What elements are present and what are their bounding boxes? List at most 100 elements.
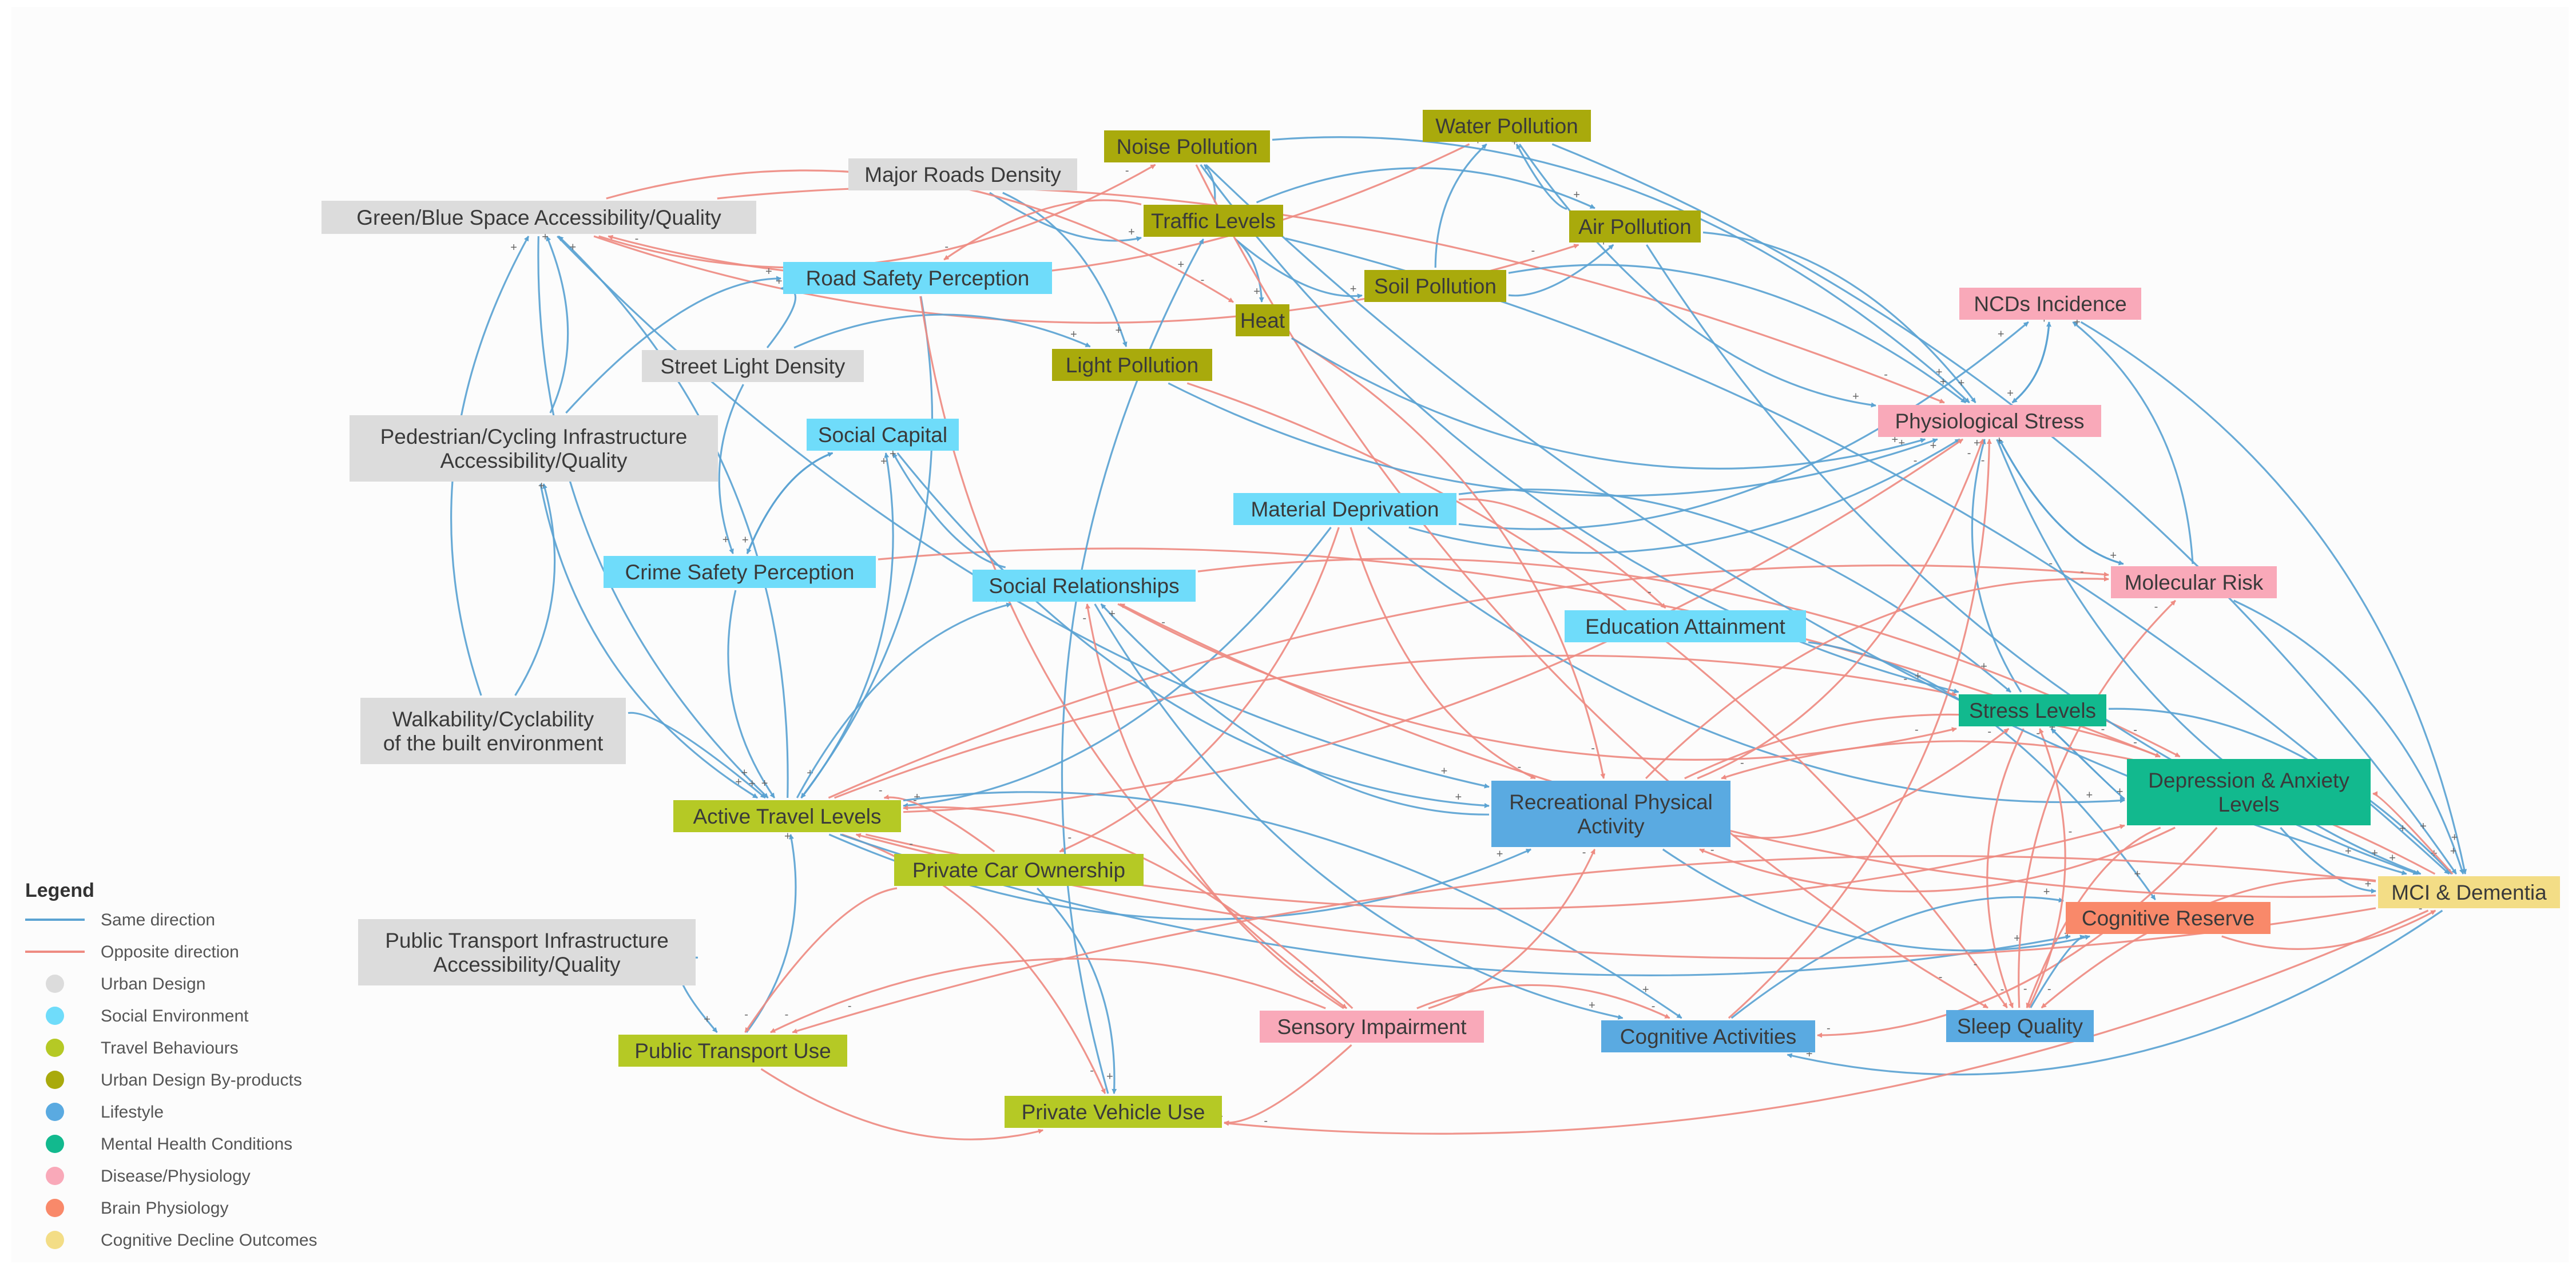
edge-sign-social_rel-to-cognitive_act: + xyxy=(1589,999,1595,1012)
edge-street_light-to-crime_safety xyxy=(718,384,744,554)
edge-air-to-physio_stress xyxy=(1702,231,1976,403)
edge-sign-green_blue-to-active_travel: + xyxy=(741,766,748,779)
edge-ped_cycle-to-green_blue xyxy=(546,236,569,414)
edge-car_ownership-to-public_transport_use xyxy=(744,887,898,1033)
node-traffic: Traffic Levels xyxy=(1144,205,1283,237)
edge-sign-walkability-to-active_travel: + xyxy=(749,778,756,790)
node-label: of the built environment xyxy=(383,732,604,755)
edge-sleep-to-stress xyxy=(2028,728,2066,1008)
edge-sign-traffic-to-air: + xyxy=(1573,189,1580,201)
edge-active_travel-to-cog_reserve xyxy=(840,833,2071,976)
node-box xyxy=(2378,876,2560,908)
legend-label-cognitive-outcomes: Cognitive Decline Outcomes xyxy=(101,1231,317,1250)
edge-sign-stress-to-sleep: - xyxy=(2001,983,2005,996)
node-box xyxy=(1491,781,1730,847)
node-molecular: Molecular Risk xyxy=(2111,566,2277,598)
node-label: Molecular Risk xyxy=(2125,571,2264,594)
node-public-transport-infra: Public Transport InfrastructureAccessibi… xyxy=(358,919,696,985)
edge-sign-physio_stress-to-mci: + xyxy=(2389,852,2396,864)
node-ncds: NCDs Incidence xyxy=(1959,288,2141,320)
node-box xyxy=(321,201,756,234)
node-label: Major Roads Density xyxy=(864,163,1061,186)
legend-swatch-cognitive-outcomes xyxy=(46,1231,64,1249)
edge-sign-light-to-physio_stress: + xyxy=(1899,437,1906,450)
edge-sign-public_transport_infra-to-public_transport_use: + xyxy=(704,1013,711,1025)
node-mci: MCI & Dementia xyxy=(2378,876,2560,908)
edge-sign-heat-to-physio_stress: + xyxy=(1892,434,1899,446)
edge-traffic-to-soil xyxy=(1234,238,1363,299)
edge-sign-public_transport_use-to-active_travel: + xyxy=(784,830,791,843)
node-box xyxy=(1878,405,2101,437)
edge-sign-sleep-to-stress: - xyxy=(2036,727,2040,740)
node-private-vehicle: Private Vehicle Use xyxy=(1005,1096,1222,1128)
node-label: Education Attainment xyxy=(1585,615,1785,638)
edge-sign-water-to-green_blue: - xyxy=(635,232,639,245)
edge-sign-sensory-to-public_transport_use: - xyxy=(785,1008,789,1021)
edge-sign-sleep-to-molecular: - xyxy=(2154,601,2158,613)
node-box xyxy=(1601,1020,1815,1052)
edge-sign-material_dep-to-car_ownership: - xyxy=(1068,831,1072,844)
node-ped-cycle: Pedestrian/Cycling InfrastructureAccessi… xyxy=(350,415,718,482)
edge-sign-noise-to-physio_stress: + xyxy=(1936,366,1943,379)
edge-sign-material_dep-to-stress: + xyxy=(1980,660,1987,673)
edge-sign-traffic-to-heat: + xyxy=(1253,285,1260,298)
edge-sign-active_travel-to-social_capital: + xyxy=(880,455,887,468)
edge-sign-traffic-to-road_safety: - xyxy=(944,241,948,253)
edge-sign-active_travel-to-physio_stress: - xyxy=(1914,454,1918,467)
node-street-light: Street Light Density xyxy=(642,350,864,382)
edge-physio_stress-to-mci xyxy=(1996,439,2422,875)
node-box xyxy=(1959,288,2141,320)
node-social-capital: Social Capital xyxy=(807,419,959,451)
node-major-roads: Major Roads Density xyxy=(848,158,1077,190)
legend-swatch-mental-health xyxy=(46,1135,64,1153)
edge-sign-crime_safety-to-depression: - xyxy=(2101,723,2105,736)
edge-sign-noise-to-stress: + xyxy=(1915,670,1922,682)
edge-sign-car_ownership-to-public_transport_use: - xyxy=(744,1008,748,1021)
node-label: Public Transport Use xyxy=(634,1039,831,1063)
edge-light-to-physio_stress xyxy=(1168,382,1938,497)
edge-recreational-to-molecular xyxy=(1645,576,2109,780)
edge-sensory-to-private_vehicle xyxy=(1224,1044,1352,1126)
node-box xyxy=(807,419,959,451)
edge-sign-social_rel-to-depression: - xyxy=(2133,724,2137,736)
edge-cognitive_act-to-physio_stress xyxy=(1728,439,1992,1019)
node-material-dep: Material Deprivation xyxy=(1233,493,1456,525)
node-sleep: Sleep Quality xyxy=(1946,1010,2094,1042)
edge-sign-mci-to-sleep: - xyxy=(2047,983,2051,995)
node-box xyxy=(1565,610,1806,642)
edge-molecular-to-ncds xyxy=(2072,321,2194,565)
node-crime-safety: Crime Safety Perception xyxy=(604,556,876,588)
edge-sign-car_ownership-to-active_travel: - xyxy=(879,784,883,797)
edge-molecular-to-mci xyxy=(2233,599,2464,875)
edge-sign-heat-to-recreational: - xyxy=(1591,742,1595,755)
edge-mci-to-private_vehicle xyxy=(1224,909,2429,1135)
legend-label-mental-health: Mental Health Conditions xyxy=(101,1135,292,1154)
legend-swatch-lifestyle xyxy=(46,1103,64,1121)
edge-active_travel-to-social_rel xyxy=(796,602,1012,798)
edge-sign-recreational-to-depression: - xyxy=(2133,736,2137,749)
edge-ncds-to-mci xyxy=(2080,321,2467,875)
node-label: Accessibility/Quality xyxy=(440,449,628,472)
node-box xyxy=(848,158,1077,190)
edge-sign-ped_cycle-to-green_blue: + xyxy=(542,231,549,244)
legend-swatch-disease-physiology xyxy=(46,1167,64,1185)
edge-sign-mci-to-cognitive_act: + xyxy=(1806,1048,1813,1060)
edge-sign-active_travel-to-molecular: - xyxy=(2049,557,2053,570)
node-label: Pedestrian/Cycling Infrastructure xyxy=(380,425,688,448)
edge-crime_safety-to-active_travel xyxy=(727,590,776,798)
node-box xyxy=(1260,1011,1484,1043)
node-label: Road Safety Perception xyxy=(806,267,1030,290)
node-label: Active Travel Levels xyxy=(693,805,881,828)
edge-water-to-physio_stress xyxy=(1518,144,1876,408)
edge-walkability-to-active_travel xyxy=(628,711,766,799)
node-box xyxy=(783,262,1052,294)
edge-recreational-to-stress xyxy=(1732,728,2010,839)
edge-material_dep-to-depression xyxy=(1367,526,2125,804)
edge-sign-mci-to-public_transport_use: - xyxy=(848,1000,852,1012)
edge-mci-to-public_transport_use xyxy=(792,855,2376,1034)
edge-major_roads-to-traffic xyxy=(989,192,1142,242)
node-box xyxy=(2111,566,2277,598)
edge-sign-car_ownership-to-private_vehicle: + xyxy=(1106,1071,1113,1083)
edge-sign-education-to-cog_reserve: + xyxy=(2134,868,2141,880)
